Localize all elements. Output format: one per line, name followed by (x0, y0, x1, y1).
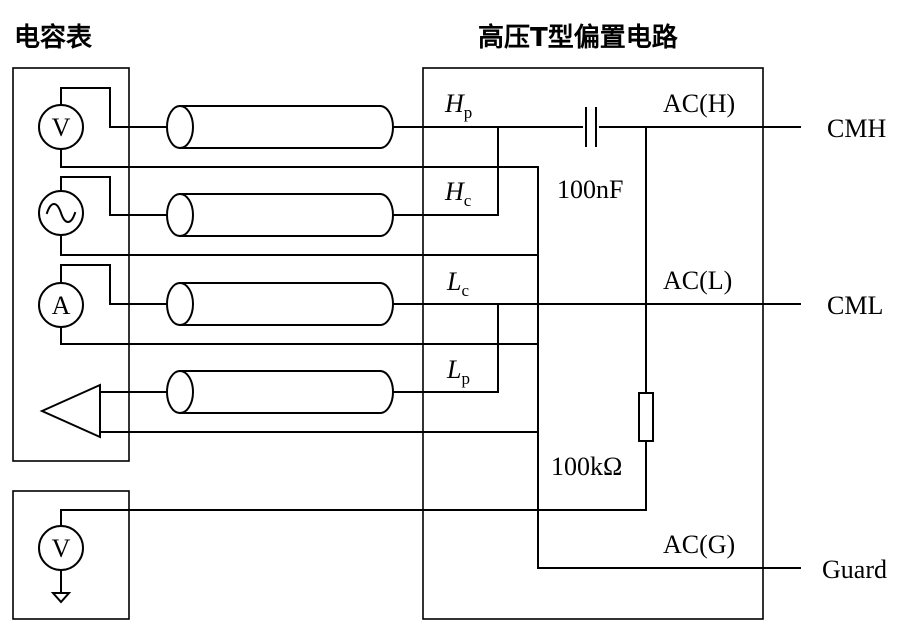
port-ac-g: AC(G) (663, 530, 735, 559)
terminal-hc-label: Hc (444, 177, 472, 210)
resistor-value: 100kΩ (551, 452, 622, 481)
coax-cable-lp (166, 369, 394, 415)
terminal-hp-label: Hp (444, 89, 472, 122)
ac-source-icon (38, 190, 84, 236)
terminal-lp-label: Lp (446, 355, 470, 388)
coax-cable-hp (166, 104, 394, 150)
capacitor-icon (585, 107, 597, 147)
meter-title: 电容表 (14, 22, 93, 53)
voltage-source-icon: V (38, 509, 84, 604)
capacitance-meter-box (12, 67, 130, 462)
output-cml: CML (827, 291, 883, 320)
ammeter-label: A (52, 291, 71, 320)
ammeter-icon: A (38, 282, 84, 328)
bias-circuit-title: 高压T型偏置电路 (478, 22, 679, 53)
source-voltmeter-label: V (52, 534, 71, 563)
wiring (60, 87, 801, 569)
capacitor-value: 100nF (557, 175, 623, 204)
resistor-icon (638, 392, 654, 442)
voltmeter-label: V (52, 113, 71, 142)
output-cmh: CMH (827, 114, 886, 143)
voltage-source-box (12, 490, 130, 620)
coax-cable-lc (166, 281, 394, 327)
terminal-lc-label: Lc (446, 267, 469, 300)
output-guard: Guard (822, 555, 887, 584)
port-ac-l: AC(L) (663, 266, 732, 295)
ground-icon (50, 592, 72, 604)
voltmeter-icon: V (38, 104, 84, 150)
amplifier-triangle-icon (39, 383, 101, 439)
port-ac-h: AC(H) (663, 89, 735, 118)
coax-cable-hc (166, 192, 394, 238)
